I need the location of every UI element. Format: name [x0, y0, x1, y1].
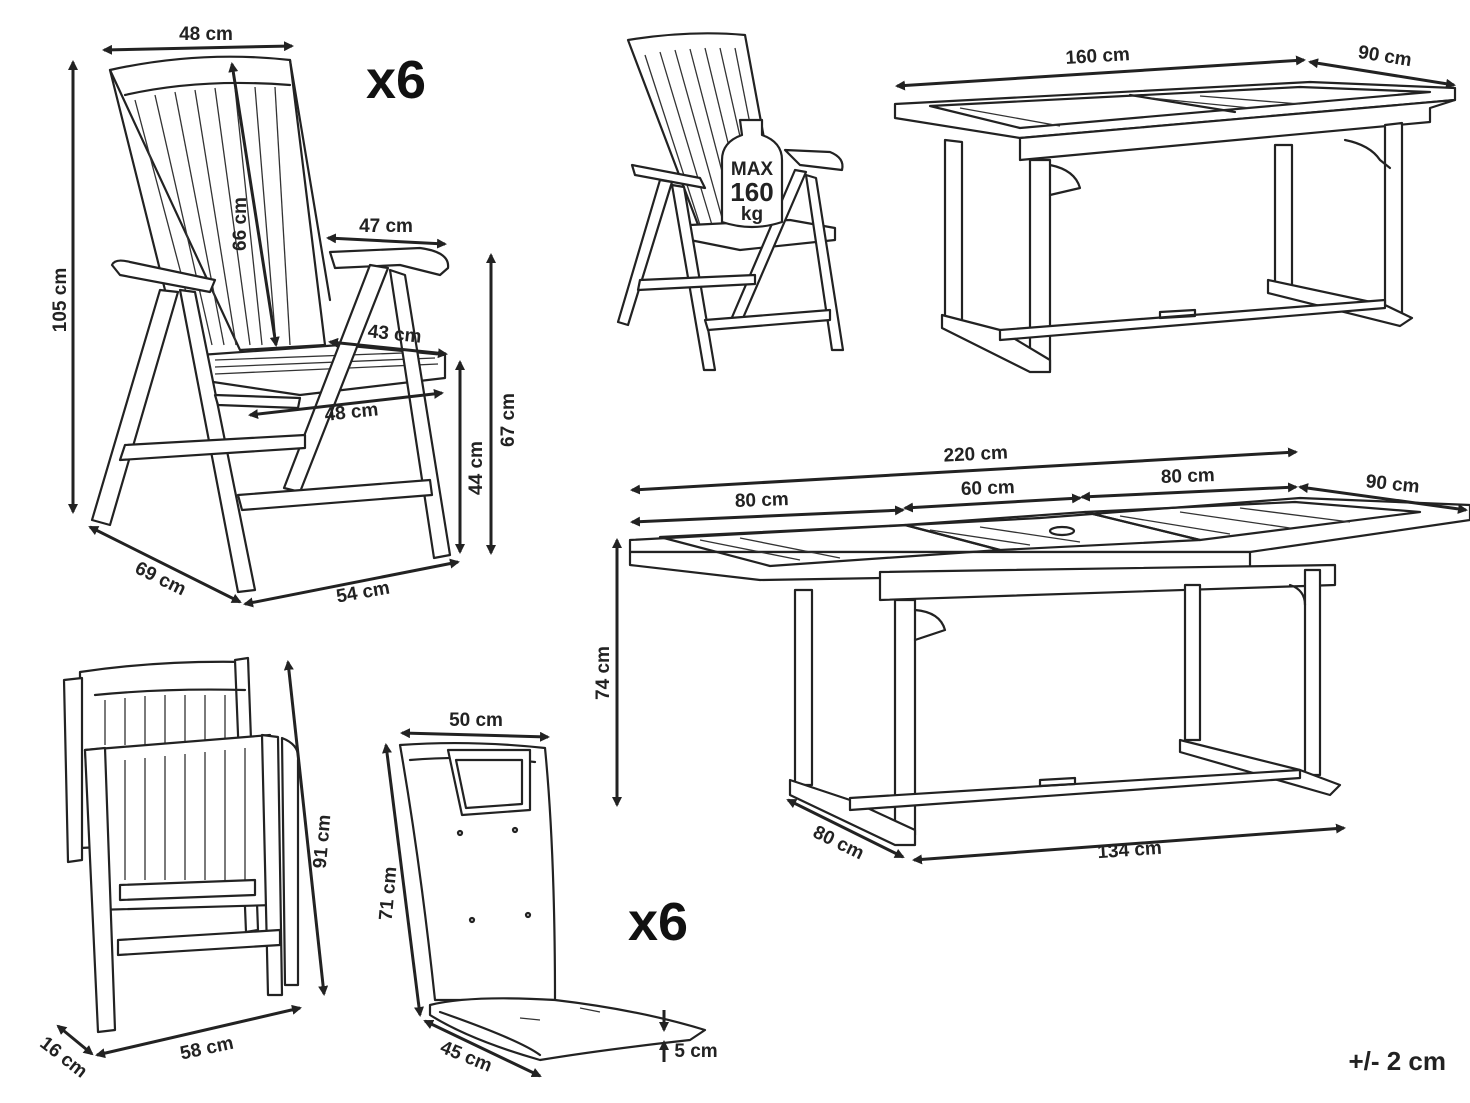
- chair-backrest-height-label: 66 cm: [230, 197, 251, 251]
- weight-unit-label: kg: [741, 204, 763, 225]
- folded-chair-width-label: 58 cm: [178, 1033, 235, 1065]
- seat-cushion: [398, 741, 707, 1062]
- chair-multiplier: x6: [366, 50, 426, 110]
- folded-chair-depth-label: 16 cm: [36, 1033, 91, 1083]
- folded-chair-height-label: 91 cm: [310, 814, 336, 870]
- extended-table-right-section-label: 80 cm: [1161, 465, 1216, 488]
- extended-table-width-label: 90 cm: [1365, 471, 1421, 498]
- closed-table-width-label: 90 cm: [1357, 42, 1413, 71]
- chair-backrest-width-label: 48 cm: [179, 24, 233, 45]
- cushion-thickness-label: 5 cm: [674, 1041, 717, 1062]
- chair-arm-height-label: 67 cm: [498, 393, 519, 447]
- extended-table: [628, 496, 1470, 847]
- chair-dimension-arrows: [68, 41, 496, 608]
- extended-table-height-label: 74 cm: [593, 646, 614, 700]
- weight-badge: MAX 160 kg: [720, 118, 784, 229]
- chair-seat-width-label: 48 cm: [324, 399, 380, 426]
- extended-table-base-length-label: 134 cm: [1097, 838, 1163, 863]
- cushion-multiplier: x6: [628, 892, 688, 952]
- weight-value-label: 160: [730, 177, 773, 207]
- chair-armrest-spacing-label: 47 cm: [359, 216, 413, 237]
- chair-height-label: 105 cm: [50, 268, 71, 332]
- chair-seat-height-label: 44 cm: [466, 441, 487, 495]
- extended-table-dimensions: 220 cm 80 cm 60 cm 80 cm 90 cm 74 cm 80 …: [593, 442, 1468, 865]
- extended-table-middle-section-label: 60 cm: [961, 477, 1016, 500]
- cushion-width-label: 50 cm: [449, 710, 503, 731]
- chair-depth-label: 69 cm: [132, 558, 190, 600]
- chair-seat-depth-label: 43 cm: [367, 321, 423, 348]
- weight-max-label: MAX: [731, 159, 774, 180]
- extended-table-total-length-label: 220 cm: [943, 442, 1008, 466]
- cushion-height-label: 71 cm: [376, 866, 402, 922]
- extended-table-left-section-label: 80 cm: [735, 489, 790, 512]
- closed-table: [893, 80, 1457, 374]
- chair-width-label: 54 cm: [335, 578, 392, 608]
- folded-chair: [62, 656, 300, 1034]
- closed-table-length-label: 160 cm: [1065, 44, 1131, 69]
- load-chair: MAX 160 kg: [616, 32, 845, 372]
- tolerance-label: +/- 2 cm: [1348, 1046, 1446, 1076]
- closed-table-dimensions: 160 cm 90 cm: [895, 42, 1456, 91]
